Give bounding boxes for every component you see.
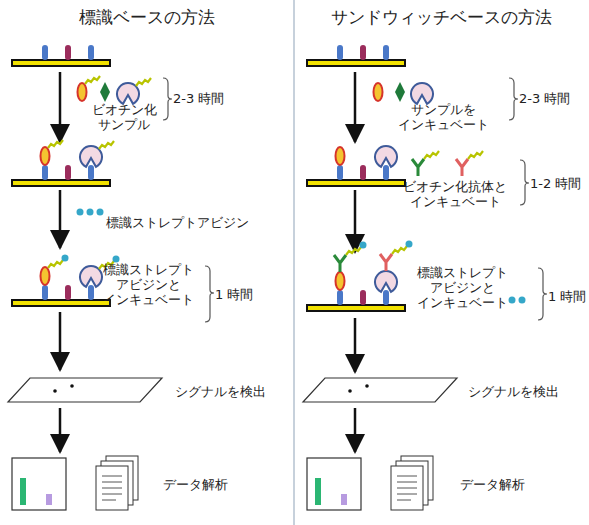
flow-arrow	[59, 408, 62, 452]
label-dot	[62, 255, 69, 262]
biotin-tail	[468, 151, 483, 159]
step-label: サンプルを インキュベート	[398, 102, 489, 132]
array-slide	[12, 45, 110, 66]
pacman-protein	[411, 83, 433, 104]
antibody-symbol	[412, 159, 424, 176]
pacman-protein	[80, 266, 102, 287]
label-dot	[87, 209, 94, 216]
pacman-protein	[117, 83, 139, 104]
signal-spot	[365, 384, 369, 388]
time-brace	[163, 78, 172, 120]
biotin-tail	[85, 76, 100, 84]
biotin-tail	[392, 246, 407, 254]
biotin-tail	[48, 140, 63, 148]
label-dot	[519, 297, 526, 304]
antibody-symbol	[334, 255, 346, 272]
label-dot	[406, 241, 413, 248]
step-label: ビオチン化抗体と インキュベート	[403, 179, 507, 209]
step-label: 標識ストレプト アビジンと インキュベート	[417, 265, 508, 310]
time-brace	[520, 160, 529, 205]
scan-slide	[303, 378, 457, 402]
label-dot	[97, 209, 104, 216]
biotin-tail	[48, 260, 63, 268]
array-slide	[307, 290, 405, 311]
flow-arrow	[354, 72, 357, 142]
signal-spot	[348, 389, 352, 393]
chart-bar	[315, 478, 321, 505]
flow-arrow	[59, 72, 62, 142]
step-label: シグナルを検出	[468, 384, 559, 399]
step-label: 1-2 時間	[530, 176, 581, 191]
document-lines	[397, 476, 417, 500]
diamond-protein	[395, 82, 405, 102]
time-brace	[509, 78, 518, 120]
signal-spot	[70, 384, 74, 388]
label-dot	[509, 297, 516, 304]
document-sheet	[96, 466, 128, 510]
flow-arrow	[354, 318, 357, 372]
biotin-tail	[99, 141, 114, 149]
antibody-symbol	[380, 254, 392, 271]
step-label: 2-3 時間	[173, 91, 224, 106]
column-title: サンドウィッチベースの方法	[294, 7, 589, 27]
step-label: シグナルを検出	[175, 384, 266, 399]
document-sheet	[391, 466, 423, 510]
chart-icon	[307, 458, 361, 510]
biotin-tail	[346, 247, 361, 255]
scan-slide	[8, 378, 162, 402]
array-slide	[307, 45, 405, 66]
antibody-symbol	[456, 159, 468, 176]
label-dot	[113, 256, 120, 263]
signal-spot	[53, 389, 57, 393]
flow-arrow	[59, 312, 62, 370]
time-brace	[205, 266, 214, 322]
oval-protein	[374, 83, 383, 101]
pacman-protein	[375, 146, 397, 167]
method-column: サンドウィッチベースの方法	[294, 0, 589, 525]
oval-protein	[78, 83, 87, 101]
flow-arrow	[354, 190, 357, 252]
column-divider	[294, 0, 295, 525]
step-label: ビオチン化 サンプル	[92, 102, 157, 132]
array-slide	[307, 165, 405, 186]
step-label: 1 時間	[215, 287, 253, 302]
label-dot	[360, 242, 367, 249]
pacman-protein	[375, 271, 397, 292]
flow-arrow	[354, 408, 357, 452]
pacman-protein	[80, 146, 102, 167]
array-slide	[12, 165, 110, 186]
oval-protein	[336, 147, 345, 165]
biotin-tail	[424, 151, 439, 159]
chart-bar	[341, 494, 347, 505]
column-title: 標識ベースの方法	[0, 7, 294, 27]
step-label: データ解析	[163, 477, 228, 492]
chart-icon	[12, 458, 66, 510]
step-label: 1 時間	[548, 289, 586, 304]
step-label: 2-3 時間	[519, 91, 570, 106]
step-label: 標識ストレプト アビジンと インキュベート	[103, 262, 194, 307]
document-lines	[102, 476, 122, 500]
array-slide	[12, 285, 110, 306]
oval-protein	[41, 147, 50, 165]
chart-bar	[20, 478, 26, 505]
chart-bar	[46, 494, 52, 505]
time-brace	[538, 268, 547, 320]
biotin-tail	[136, 78, 151, 86]
flow-arrow	[59, 190, 62, 248]
label-dot	[77, 209, 84, 216]
step-label: データ解析	[460, 477, 525, 492]
step-label: 標識ストレプトアビジン	[106, 215, 249, 230]
oval-protein	[41, 267, 50, 285]
diamond-protein	[100, 82, 110, 102]
oval-protein	[336, 272, 345, 290]
